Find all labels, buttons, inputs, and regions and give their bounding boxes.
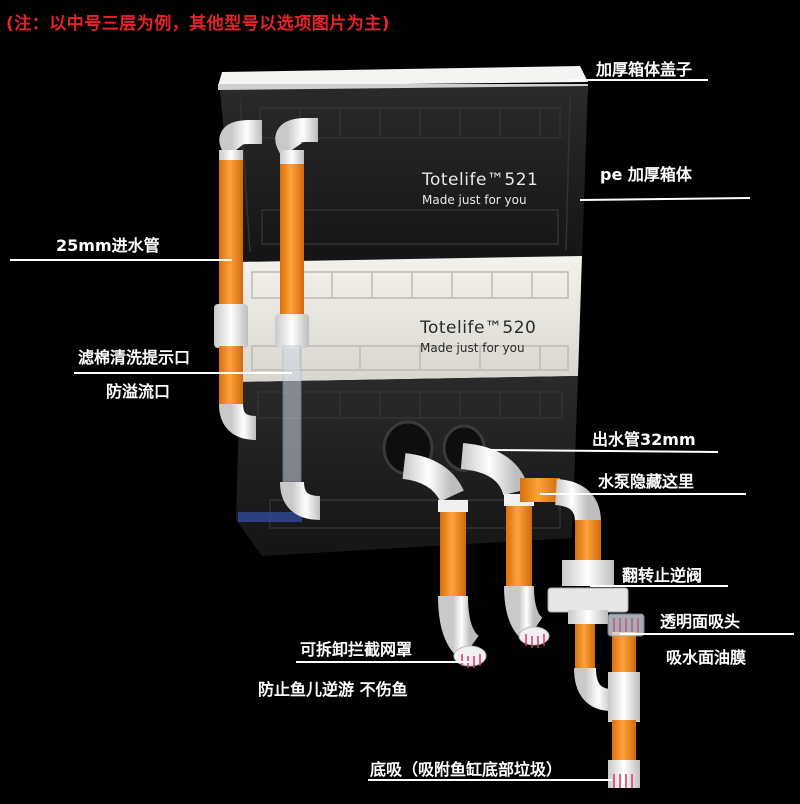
label-skimmer-desc: 吸水面油膜 — [666, 648, 747, 667]
top-box-tagline: Made just for you — [422, 193, 527, 207]
model-note: (注：以中号三层为例，其他型号以选项图片为主) — [6, 14, 391, 34]
label-guard-desc: 防止鱼儿逆游 不伤鱼 — [258, 680, 408, 699]
label-pump: 水泵隐藏这里 — [598, 472, 695, 491]
middle-box-name: Totelife™520 — [420, 318, 537, 338]
skimmer-head — [607, 613, 645, 637]
middle-box-brand: Totelife™520 Made just for you — [420, 318, 536, 358]
label-body: pe 加厚箱体 — [600, 165, 692, 184]
label-overflow: 防溢流口 — [106, 382, 171, 401]
label-bottom: 底吸（吸附鱼缸底部垃圾） — [370, 760, 563, 779]
label-check-valve: 翻转止逆阀 — [622, 566, 703, 585]
callout-line-outlet — [487, 449, 719, 453]
inlet-pipe-left — [214, 120, 262, 440]
label-filter-hint: 滤棉清洗提示口 — [78, 348, 191, 367]
label-guard: 可拆卸拦截网罩 — [300, 640, 413, 659]
box-lid — [218, 66, 588, 86]
label-inlet: 25mm进水管 — [56, 236, 160, 255]
outlet-pipe-3 — [520, 478, 629, 711]
outlet-pipe-2 — [460, 443, 550, 648]
top-box-name: Totelife™521 — [422, 170, 539, 190]
callout-lines — [10, 79, 794, 781]
callout-line-body — [579, 197, 751, 201]
label-lid: 加厚箱体盖子 — [596, 60, 693, 79]
middle-box — [236, 256, 582, 382]
bottom-suction-pipe — [608, 632, 640, 788]
inlet-pipe-right — [275, 118, 321, 520]
top-box-brand: Totelife™521 Made just for you — [422, 170, 538, 210]
label-outlet: 出水管32mm — [592, 430, 696, 449]
outlet-pipe-1 — [402, 453, 487, 668]
label-skimmer-head: 透明面吸头 — [660, 612, 741, 631]
middle-box-tagline: Made just for you — [420, 341, 525, 355]
